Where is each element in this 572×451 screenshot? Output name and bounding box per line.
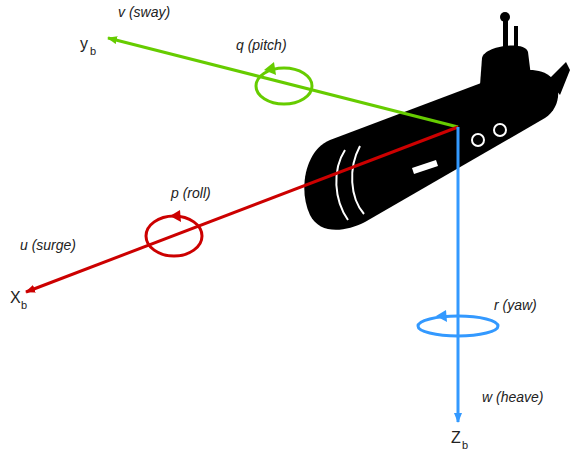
axis-subscript: b <box>462 440 468 451</box>
z-axis <box>457 127 460 422</box>
axis-description: q (pitch) <box>236 38 287 52</box>
axis-subscript: b <box>90 46 96 57</box>
axis-description: p (roll) <box>171 186 211 200</box>
yaw-arrowhead <box>436 310 447 322</box>
axis-name: y <box>80 36 88 52</box>
axis-description: u (surge) <box>20 238 76 252</box>
axis-name: X <box>10 290 21 306</box>
roll-arrowhead <box>170 210 181 222</box>
y-axis <box>108 38 458 127</box>
axis-subscript: b <box>21 300 27 311</box>
yaw-ring <box>418 316 498 336</box>
axis-description: w (heave) <box>482 390 543 404</box>
roll-ring <box>146 216 202 256</box>
axis-name: Z <box>451 430 461 446</box>
axis-description: r (yaw) <box>494 298 537 312</box>
pitch-arrowhead <box>264 62 276 75</box>
axis-description: v (sway) <box>118 5 170 19</box>
x-axis <box>26 127 458 292</box>
pitch-ring <box>256 68 312 104</box>
